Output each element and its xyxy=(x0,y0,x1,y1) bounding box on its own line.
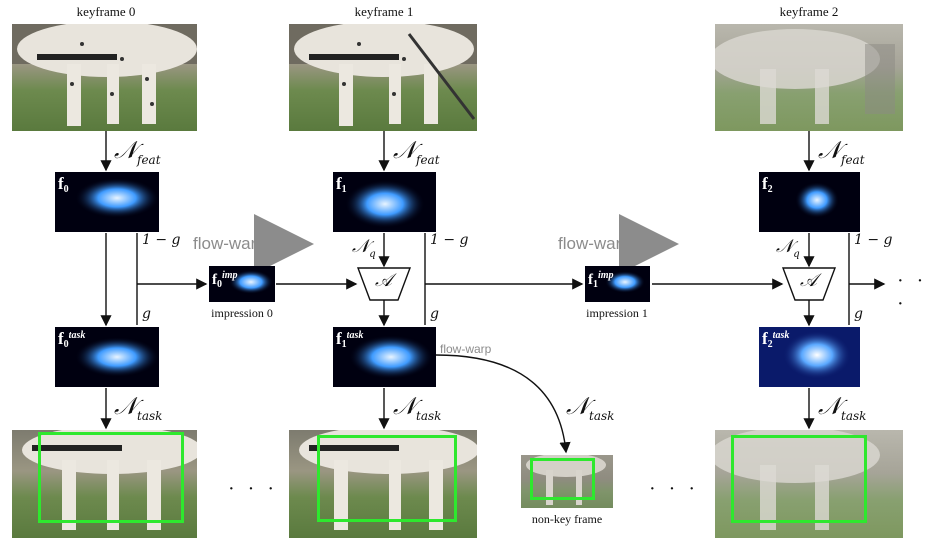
blurred-horse-graphic xyxy=(715,29,895,124)
horse-legs-graphic xyxy=(289,24,477,126)
one-minus-g-label-1: 1 − g xyxy=(430,232,469,248)
impression-map-0: f0imp xyxy=(209,266,275,302)
f0-label: f0 xyxy=(58,174,69,195)
detection-box-nonkey xyxy=(530,458,595,500)
n-task-label-2: 𝒩task xyxy=(818,392,867,423)
f1-task-label: f1task xyxy=(336,329,364,350)
f0-task-label: f0task xyxy=(58,329,86,350)
ellipsis-2: · · · xyxy=(897,270,928,315)
feature-heatmap xyxy=(349,335,433,379)
non-key-frame-image xyxy=(521,455,613,508)
task-feature-map-0: f0task xyxy=(55,327,159,387)
keyframe-0-image xyxy=(12,24,197,131)
feature-heatmap xyxy=(605,271,645,293)
feature-map-f0: f0 xyxy=(55,172,159,232)
impression-map-1: f1imp xyxy=(585,266,650,302)
output-image-1 xyxy=(289,430,477,538)
feature-heatmap xyxy=(795,182,839,218)
f2-label: f2 xyxy=(762,174,773,195)
impression-0-label: impression 0 xyxy=(211,306,273,320)
blurred-horse-graphic xyxy=(715,430,880,530)
feature-heatmap xyxy=(75,178,159,218)
horse-legs-graphic xyxy=(22,430,197,530)
f1-label: f1 xyxy=(336,174,347,195)
detection-box-0 xyxy=(38,432,184,523)
aggregator-2-symbol: 𝒜 xyxy=(800,270,818,291)
feature-heatmap xyxy=(345,180,425,228)
keyframe-2-title: keyframe 2 xyxy=(779,4,839,19)
one-minus-g-label-2: 1 − g xyxy=(854,232,893,248)
g-label-2: g xyxy=(854,306,863,322)
aggregator-2-shape xyxy=(781,267,837,301)
keyframe-2-image xyxy=(715,24,903,131)
output-image-2 xyxy=(715,430,903,538)
task-feature-map-1: f1task xyxy=(333,327,436,387)
non-key-frame-label: non-key frame xyxy=(531,512,603,526)
feature-map-f1: f1 xyxy=(333,172,436,232)
ellipsis-1: · · · xyxy=(649,478,699,500)
impression-1-label: impression 1 xyxy=(586,306,648,320)
horse-legs-graphic xyxy=(12,24,197,126)
one-minus-g-label-0: 1 − g xyxy=(142,232,181,248)
n-q-label-2: 𝒩q xyxy=(776,236,800,260)
feature-heatmap xyxy=(783,331,851,379)
arrow-flow-warp-to-nonkey xyxy=(435,354,571,454)
ellipsis-0: · · · xyxy=(228,478,278,500)
n-feat-label-0: 𝒩feat xyxy=(114,136,161,167)
n-q-label-1: 𝒩q xyxy=(352,236,376,260)
keyframe-1-image xyxy=(289,24,477,131)
g-label-0: g xyxy=(142,306,151,322)
n-task-label-nonkey: 𝒩task xyxy=(566,392,615,423)
n-task-label-1: 𝒩task xyxy=(393,392,442,423)
f1-imp-label: f1imp xyxy=(588,270,614,290)
feature-heatmap xyxy=(229,270,273,294)
flow-warp-label-0: flow-warp xyxy=(193,234,266,253)
output-image-0 xyxy=(12,430,197,538)
detection-box-2 xyxy=(731,435,867,523)
aggregator-1-symbol: 𝒜 xyxy=(375,270,393,291)
flow-warp-label-small: flow-warp xyxy=(440,342,492,356)
aggregator-1-shape xyxy=(356,267,412,301)
horse-legs-graphic xyxy=(299,430,477,530)
keyframe-0-title: keyframe 0 xyxy=(76,4,136,19)
f2-task-label: f2task xyxy=(762,329,790,350)
g-label-1: g xyxy=(430,306,439,322)
feature-heatmap xyxy=(75,337,159,377)
flow-warp-label-1: flow-warp xyxy=(558,234,631,253)
n-task-label-0: 𝒩task xyxy=(114,392,163,423)
task-feature-map-2: f2task xyxy=(759,327,860,387)
n-feat-label-2: 𝒩feat xyxy=(818,136,865,167)
keyframe-1-title: keyframe 1 xyxy=(354,4,414,19)
f0-imp-label: f0imp xyxy=(212,270,238,290)
feature-map-f2: f2 xyxy=(759,172,860,232)
detection-box-1 xyxy=(317,435,457,522)
n-feat-label-1: 𝒩feat xyxy=(393,136,440,167)
